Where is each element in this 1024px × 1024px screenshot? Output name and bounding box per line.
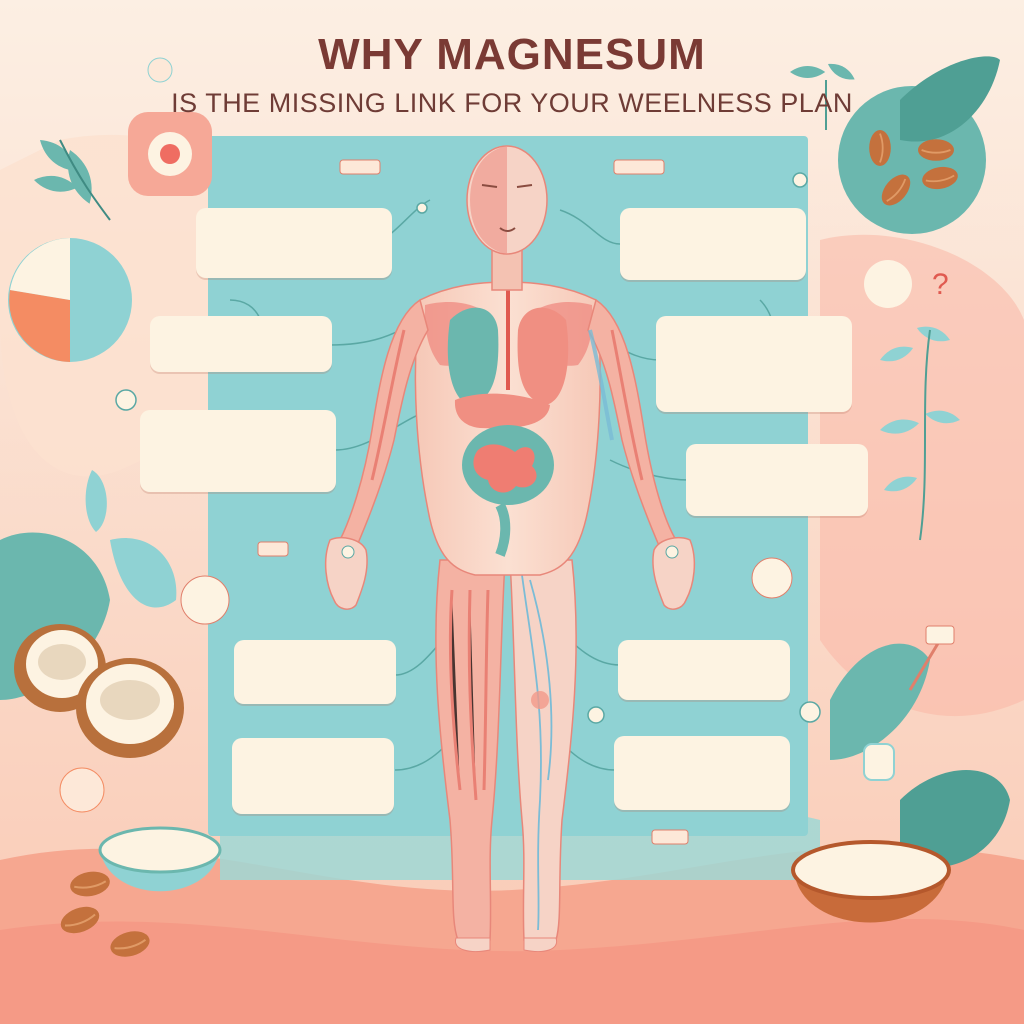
tooth-icon-left (180, 575, 230, 625)
page-title: WHY MAGNESUM (318, 30, 706, 79)
info-panel-left-1 (196, 208, 392, 278)
tag-mid-left (257, 541, 289, 557)
leaf-icon (830, 643, 1010, 868)
molecule-icon (147, 57, 173, 83)
connector-dots (115, 172, 821, 724)
tag-top-right (613, 159, 665, 175)
info-panel-left-4 (234, 640, 396, 704)
spoon-icon (908, 639, 942, 691)
bowl-icon (791, 840, 951, 923)
coconut-icon (0, 532, 184, 758)
info-panel-left-5 (232, 738, 394, 814)
drop-icon (751, 557, 793, 599)
question-icon: ? (864, 260, 949, 308)
info-panel-right-3 (686, 444, 868, 516)
human-anatomy-figure (324, 145, 696, 952)
tag-top-left (339, 159, 381, 175)
svg-text:?: ? (932, 268, 949, 301)
info-panel-left-2 (150, 316, 332, 372)
ground-wave-front (0, 919, 1024, 1024)
tag-bottom-right (651, 829, 689, 845)
almond-bowl-icon (838, 56, 1000, 234)
info-panel-right-1 (620, 208, 806, 280)
bowl-icon (98, 826, 222, 892)
tooth-icon (863, 743, 895, 781)
background-blob-right (820, 234, 1024, 717)
info-panel-right-2 (656, 316, 852, 412)
info-panel-left-3 (140, 410, 336, 492)
heart-icon (59, 767, 105, 813)
info-panel-right-4 (618, 640, 790, 700)
leaf-icon (85, 470, 177, 608)
pie-badge (8, 238, 132, 362)
info-panel-right-5 (614, 736, 790, 810)
page-subtitle: IS THE MISSING LINK FOR YOUR WEELNESS PL… (171, 88, 853, 118)
